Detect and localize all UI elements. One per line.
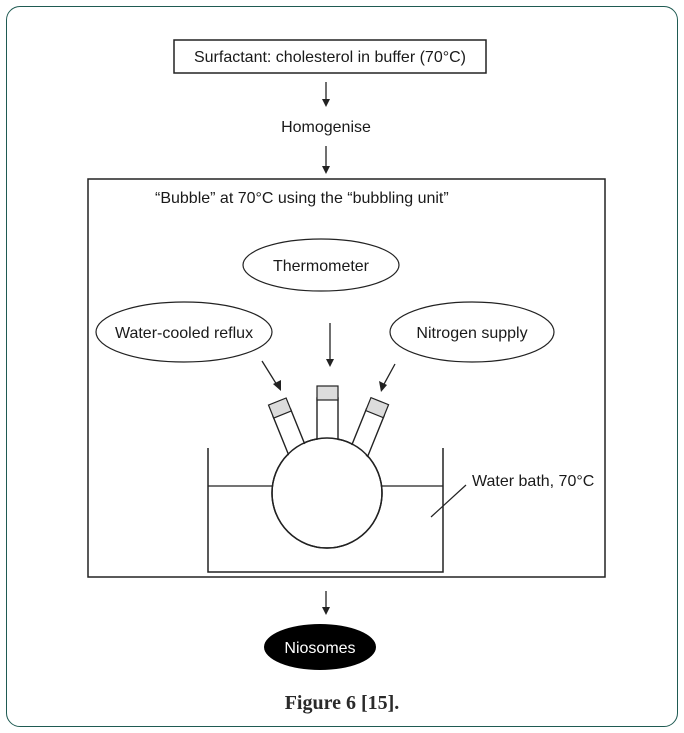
thermometer-label: Thermometer (273, 258, 370, 275)
start-step-label: Surfactant: cholesterol in buffer (70°C) (194, 49, 466, 66)
reflux-label: Water-cooled reflux (115, 325, 253, 342)
arrow-icon (379, 381, 387, 392)
nitrogen-label: Nitrogen supply (416, 325, 527, 342)
niosomes-ellipse (264, 624, 376, 670)
niosomes-label: Niosomes (284, 640, 355, 657)
bubbling-unit-box (87, 178, 606, 578)
reflux-ellipse (95, 301, 273, 363)
arrow-down-icon (322, 99, 330, 107)
water-bath-container (207, 448, 444, 573)
arrow-down-icon (322, 607, 330, 615)
arrow-icon (273, 380, 281, 391)
thermometer-ellipse (242, 238, 400, 292)
arrow-down-icon (326, 359, 334, 367)
three-neck-flask-icon (267, 385, 390, 549)
niosome-process-diagram: Surfactant: cholesterol in buffer (70°C)… (81, 30, 617, 686)
bubbling-unit-title: “Bubble” at 70°C using the “bubbling uni… (155, 190, 449, 207)
figure-image: Surfactant: cholesterol in buffer (70°C)… (81, 30, 617, 686)
nitrogen-ellipse (389, 301, 555, 363)
water-bath-label: Water bath, 70°C (472, 473, 594, 490)
figure-caption: Figure 6 [15]. (284, 692, 400, 714)
start-box (173, 39, 487, 74)
arrow-down-icon (322, 166, 330, 174)
homogenise-label: Homogenise (281, 119, 371, 136)
